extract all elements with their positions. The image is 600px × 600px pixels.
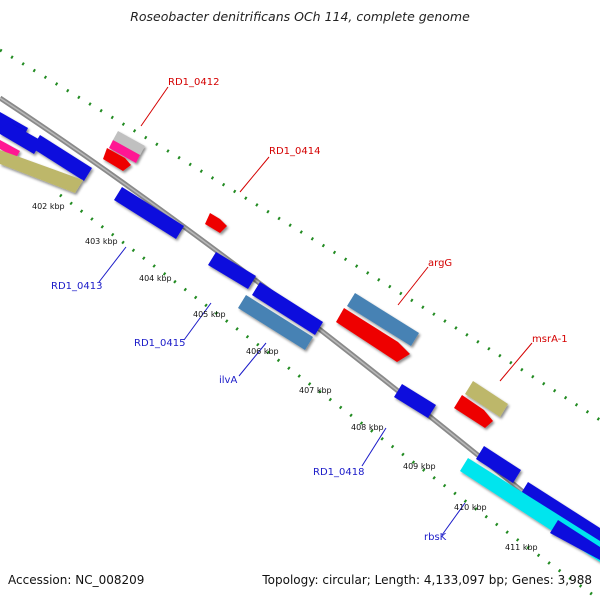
gene-blue-c bbox=[32, 135, 92, 181]
tick-405: 405 kbp bbox=[193, 310, 226, 319]
label-RD1_0413: RD1_0413 bbox=[51, 281, 102, 292]
gene-blue-edge-b bbox=[0, 123, 42, 154]
gene-red-0412 bbox=[103, 148, 131, 171]
gene-blue-right-a bbox=[476, 446, 521, 483]
label-msrA-1: msrA-1 bbox=[532, 334, 568, 345]
gene-pink bbox=[109, 140, 140, 163]
gene-blue-0415b bbox=[252, 282, 323, 335]
leader-lines bbox=[98, 86, 533, 536]
gc-dots-outer bbox=[0, 48, 600, 422]
gene-blue-right-c bbox=[550, 520, 600, 560]
gene-pink-edge bbox=[0, 140, 20, 158]
tick-408: 408 kbp bbox=[351, 423, 384, 432]
tick-407: 407 kbp bbox=[299, 386, 332, 395]
label-rbsK: rbsK bbox=[424, 532, 447, 543]
label-RD1_0418: RD1_0418 bbox=[313, 467, 364, 478]
label-RD1_0415: RD1_0415 bbox=[134, 338, 185, 349]
accession-text: Accession: NC_008209 bbox=[8, 573, 145, 587]
gene-tan-msrA bbox=[465, 381, 508, 417]
label-RD1_0414: RD1_0414 bbox=[269, 146, 320, 157]
gene-red-0414 bbox=[205, 213, 227, 233]
tick-402: 402 kbp bbox=[32, 202, 65, 211]
genome-summary-text: Topology: circular; Length: 4,133,097 bp… bbox=[262, 573, 592, 587]
gene-steel-ilvA bbox=[238, 295, 313, 350]
label-RD1_0412: RD1_0412 bbox=[168, 77, 219, 88]
tick-409: 409 kbp bbox=[403, 462, 436, 471]
gene-blue-0418 bbox=[394, 384, 436, 418]
label-argG: argG bbox=[428, 258, 452, 269]
gene-tan-left bbox=[0, 150, 83, 193]
gc-dots-inner bbox=[59, 193, 600, 600]
gene-steel-argG bbox=[347, 293, 419, 346]
tick-406: 406 kbp bbox=[246, 347, 279, 356]
map-title: Roseobacter denitrificans OCh 114, compl… bbox=[130, 9, 470, 24]
gene-blue-0413 bbox=[114, 187, 184, 239]
tick-410: 410 kbp bbox=[454, 503, 487, 512]
gene-red-long bbox=[336, 308, 410, 362]
tick-403: 403 kbp bbox=[85, 237, 118, 246]
gene-blue-0415a bbox=[208, 252, 256, 289]
tick-404: 404 kbp bbox=[139, 274, 172, 283]
gene-silver bbox=[113, 131, 145, 155]
label-ilvA: ilvA bbox=[219, 375, 237, 386]
tick-411: 411 kbp bbox=[505, 543, 538, 552]
gene-red-msrA2 bbox=[454, 395, 493, 428]
